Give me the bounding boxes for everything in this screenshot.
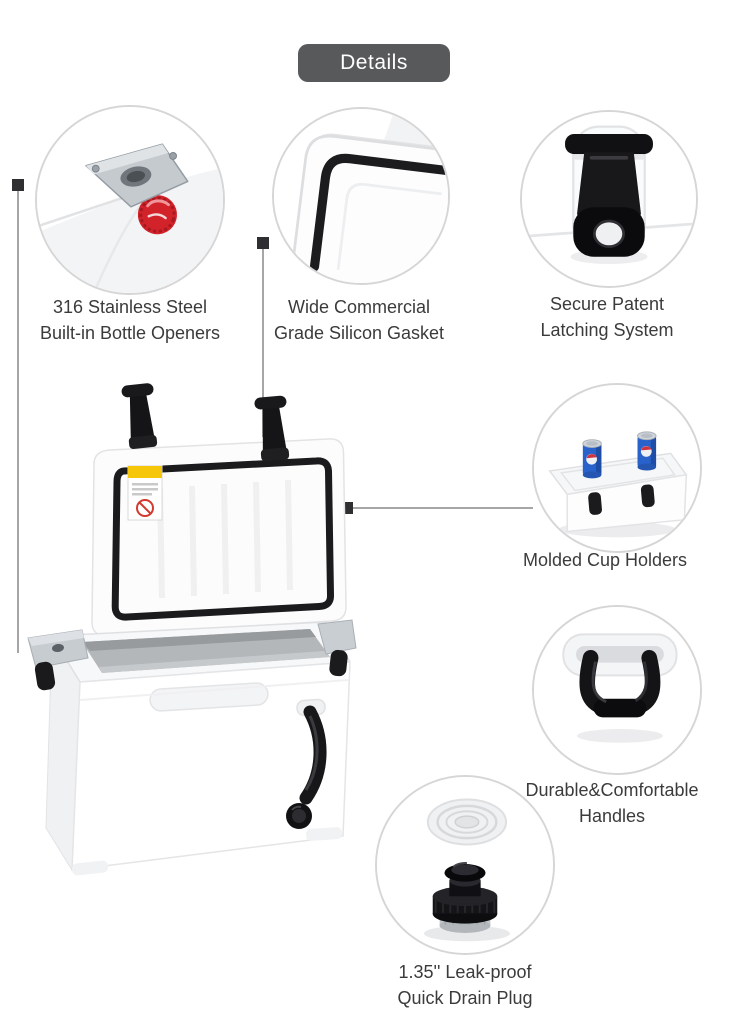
cup-holders-photo <box>534 385 700 551</box>
feature-circle-bottle-opener <box>35 105 225 295</box>
callout-marker-bottle-opener <box>12 179 24 191</box>
feature-circle-latch <box>520 110 698 288</box>
caption-latching: Secure Patent Latching System <box>492 292 722 343</box>
caption-line: 1.35'' Leak-proof <box>398 962 532 982</box>
cooler-product-photo <box>0 370 360 930</box>
caption-gasket: Wide Commercial Grade Silicon Gasket <box>244 295 474 346</box>
caption-line: Quick Drain Plug <box>397 987 533 1008</box>
caption-cup-holders: Molded Cup Holders <box>462 548 748 574</box>
caption-bottle-openers: 316 Stainless Steel Built-in Bottle Open… <box>8 295 252 346</box>
callout-line-cup-holders <box>353 507 533 509</box>
caption-line: Latching System <box>540 319 674 340</box>
open-cooler-illustration <box>27 383 357 876</box>
details-title: Details <box>340 51 408 74</box>
latch-photo <box>522 112 696 286</box>
caption-line: Secure Patent <box>549 294 665 314</box>
caption-line: Built-in Bottle Openers <box>39 322 221 343</box>
handle-photo <box>534 607 700 773</box>
drain-plug-photo <box>377 777 553 953</box>
caption-line: Handles <box>578 805 646 826</box>
details-title-badge: Details <box>298 44 450 82</box>
caption-drain-plug: 1.35'' Leak-proof Quick Drain Plug <box>340 960 590 1011</box>
feature-circle-gasket <box>272 107 450 285</box>
caption-line: 316 Stainless Steel <box>52 297 208 317</box>
feature-circle-handle <box>532 605 702 775</box>
caption-handles: Durable&Comfortable Handles <box>482 778 742 829</box>
caption-line: Wide Commercial <box>287 297 431 317</box>
callout-line-gasket <box>262 249 264 437</box>
silicon-gasket-photo <box>274 109 448 283</box>
caption-line: Grade Silicon Gasket <box>273 322 445 343</box>
feature-circle-drain-plug <box>375 775 555 955</box>
feature-circle-cup-holders <box>532 383 702 553</box>
bottle-opener-photo <box>37 107 223 293</box>
caption-line: Molded Cup Holders <box>522 550 688 570</box>
callout-line-bottle-opener <box>17 191 19 653</box>
callout-marker-gasket <box>257 237 269 249</box>
caption-line: Durable&Comfortable <box>525 780 699 800</box>
